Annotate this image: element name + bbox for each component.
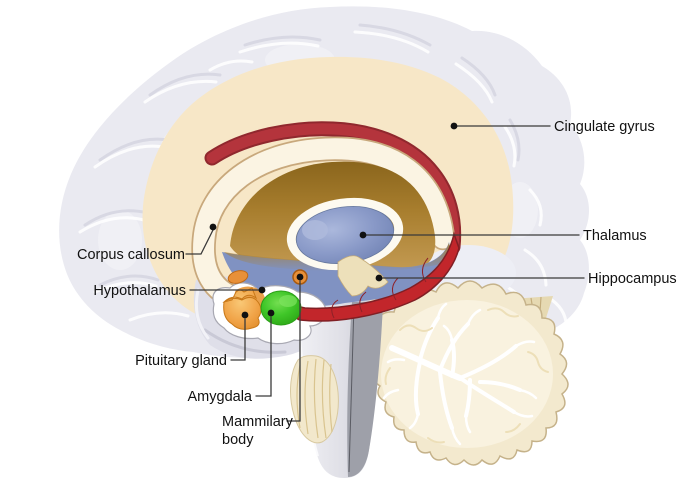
- brainstem: [290, 292, 383, 478]
- cerebellum-folia-texture: [384, 307, 549, 444]
- pituitary-gland-leader-line: [230, 318, 246, 361]
- amygdala-highlight: [279, 295, 297, 307]
- cingulate-gyrus-marker-dot: [450, 122, 458, 130]
- thalamus-label: Thalamus: [583, 228, 647, 244]
- corpus-callosum-band: [191, 136, 456, 312]
- pons: [290, 355, 339, 444]
- thalamus-highlight: [302, 220, 328, 240]
- optic-chiasm: [227, 270, 249, 284]
- label-amygdala: Amygdala: [188, 309, 275, 405]
- corpus-callosum-marker-dot: [209, 223, 217, 231]
- label-thalamus: Thalamus: [359, 228, 647, 244]
- label-mammilary-body: Mammilary body: [222, 273, 304, 448]
- brown-blue-blend: [224, 243, 452, 272]
- cerebellum: [368, 280, 569, 466]
- hippocampus-label: Hippocampus: [588, 271, 677, 287]
- corpus-callosum-leader-line: [185, 229, 214, 255]
- mammilary-body-label-line2: body: [222, 432, 254, 448]
- label-cingulate-gyrus: Cingulate gyrus: [450, 119, 655, 135]
- mammilary-body-marker-dot: [296, 273, 304, 281]
- amygdala-shape: [260, 290, 302, 326]
- hypothalamus-marker-dot: [258, 286, 266, 294]
- pituitary-gland-label: Pituitary gland: [135, 353, 227, 369]
- amygdala-label: Amygdala: [188, 389, 253, 405]
- callosal-red-arc: [204, 121, 462, 255]
- pituitary-gland-shape: [222, 287, 262, 330]
- mammilary-body-label-line1: Mammilary: [222, 414, 294, 430]
- cingulate-gyrus-label: Cingulate gyrus: [554, 119, 655, 135]
- pituitary-gland-marker-dot: [241, 311, 249, 319]
- sulci-lines: [78, 30, 568, 332]
- corpus-callosum-label: Corpus callosum: [77, 247, 185, 263]
- amygdala-leader-line: [255, 316, 272, 397]
- hippocampus-ribbon: [293, 231, 460, 322]
- mammilary-body-leader-line: [286, 280, 301, 422]
- hypothalamus-label: Hypothalamus: [93, 283, 186, 299]
- sulci-shadow-lines: [83, 23, 521, 287]
- brainstem-dark-band: [347, 302, 383, 477]
- label-hypothalamus: Hypothalamus: [93, 283, 266, 299]
- hippocampus-marker-dot: [375, 274, 383, 282]
- fornix: [337, 255, 389, 297]
- label-hippocampus: Hippocampus: [375, 271, 677, 287]
- label-pituitary-gland: Pituitary gland: [135, 311, 249, 369]
- amygdala-marker-dot: [267, 309, 275, 317]
- arbor-vitae: [382, 302, 538, 446]
- label-corpus-callosum: Corpus callosum: [77, 223, 217, 263]
- thalamus-marker-dot: [359, 231, 367, 239]
- annotations: Cingulate gyrus Thalamus Hippocampus Cor…: [77, 119, 677, 448]
